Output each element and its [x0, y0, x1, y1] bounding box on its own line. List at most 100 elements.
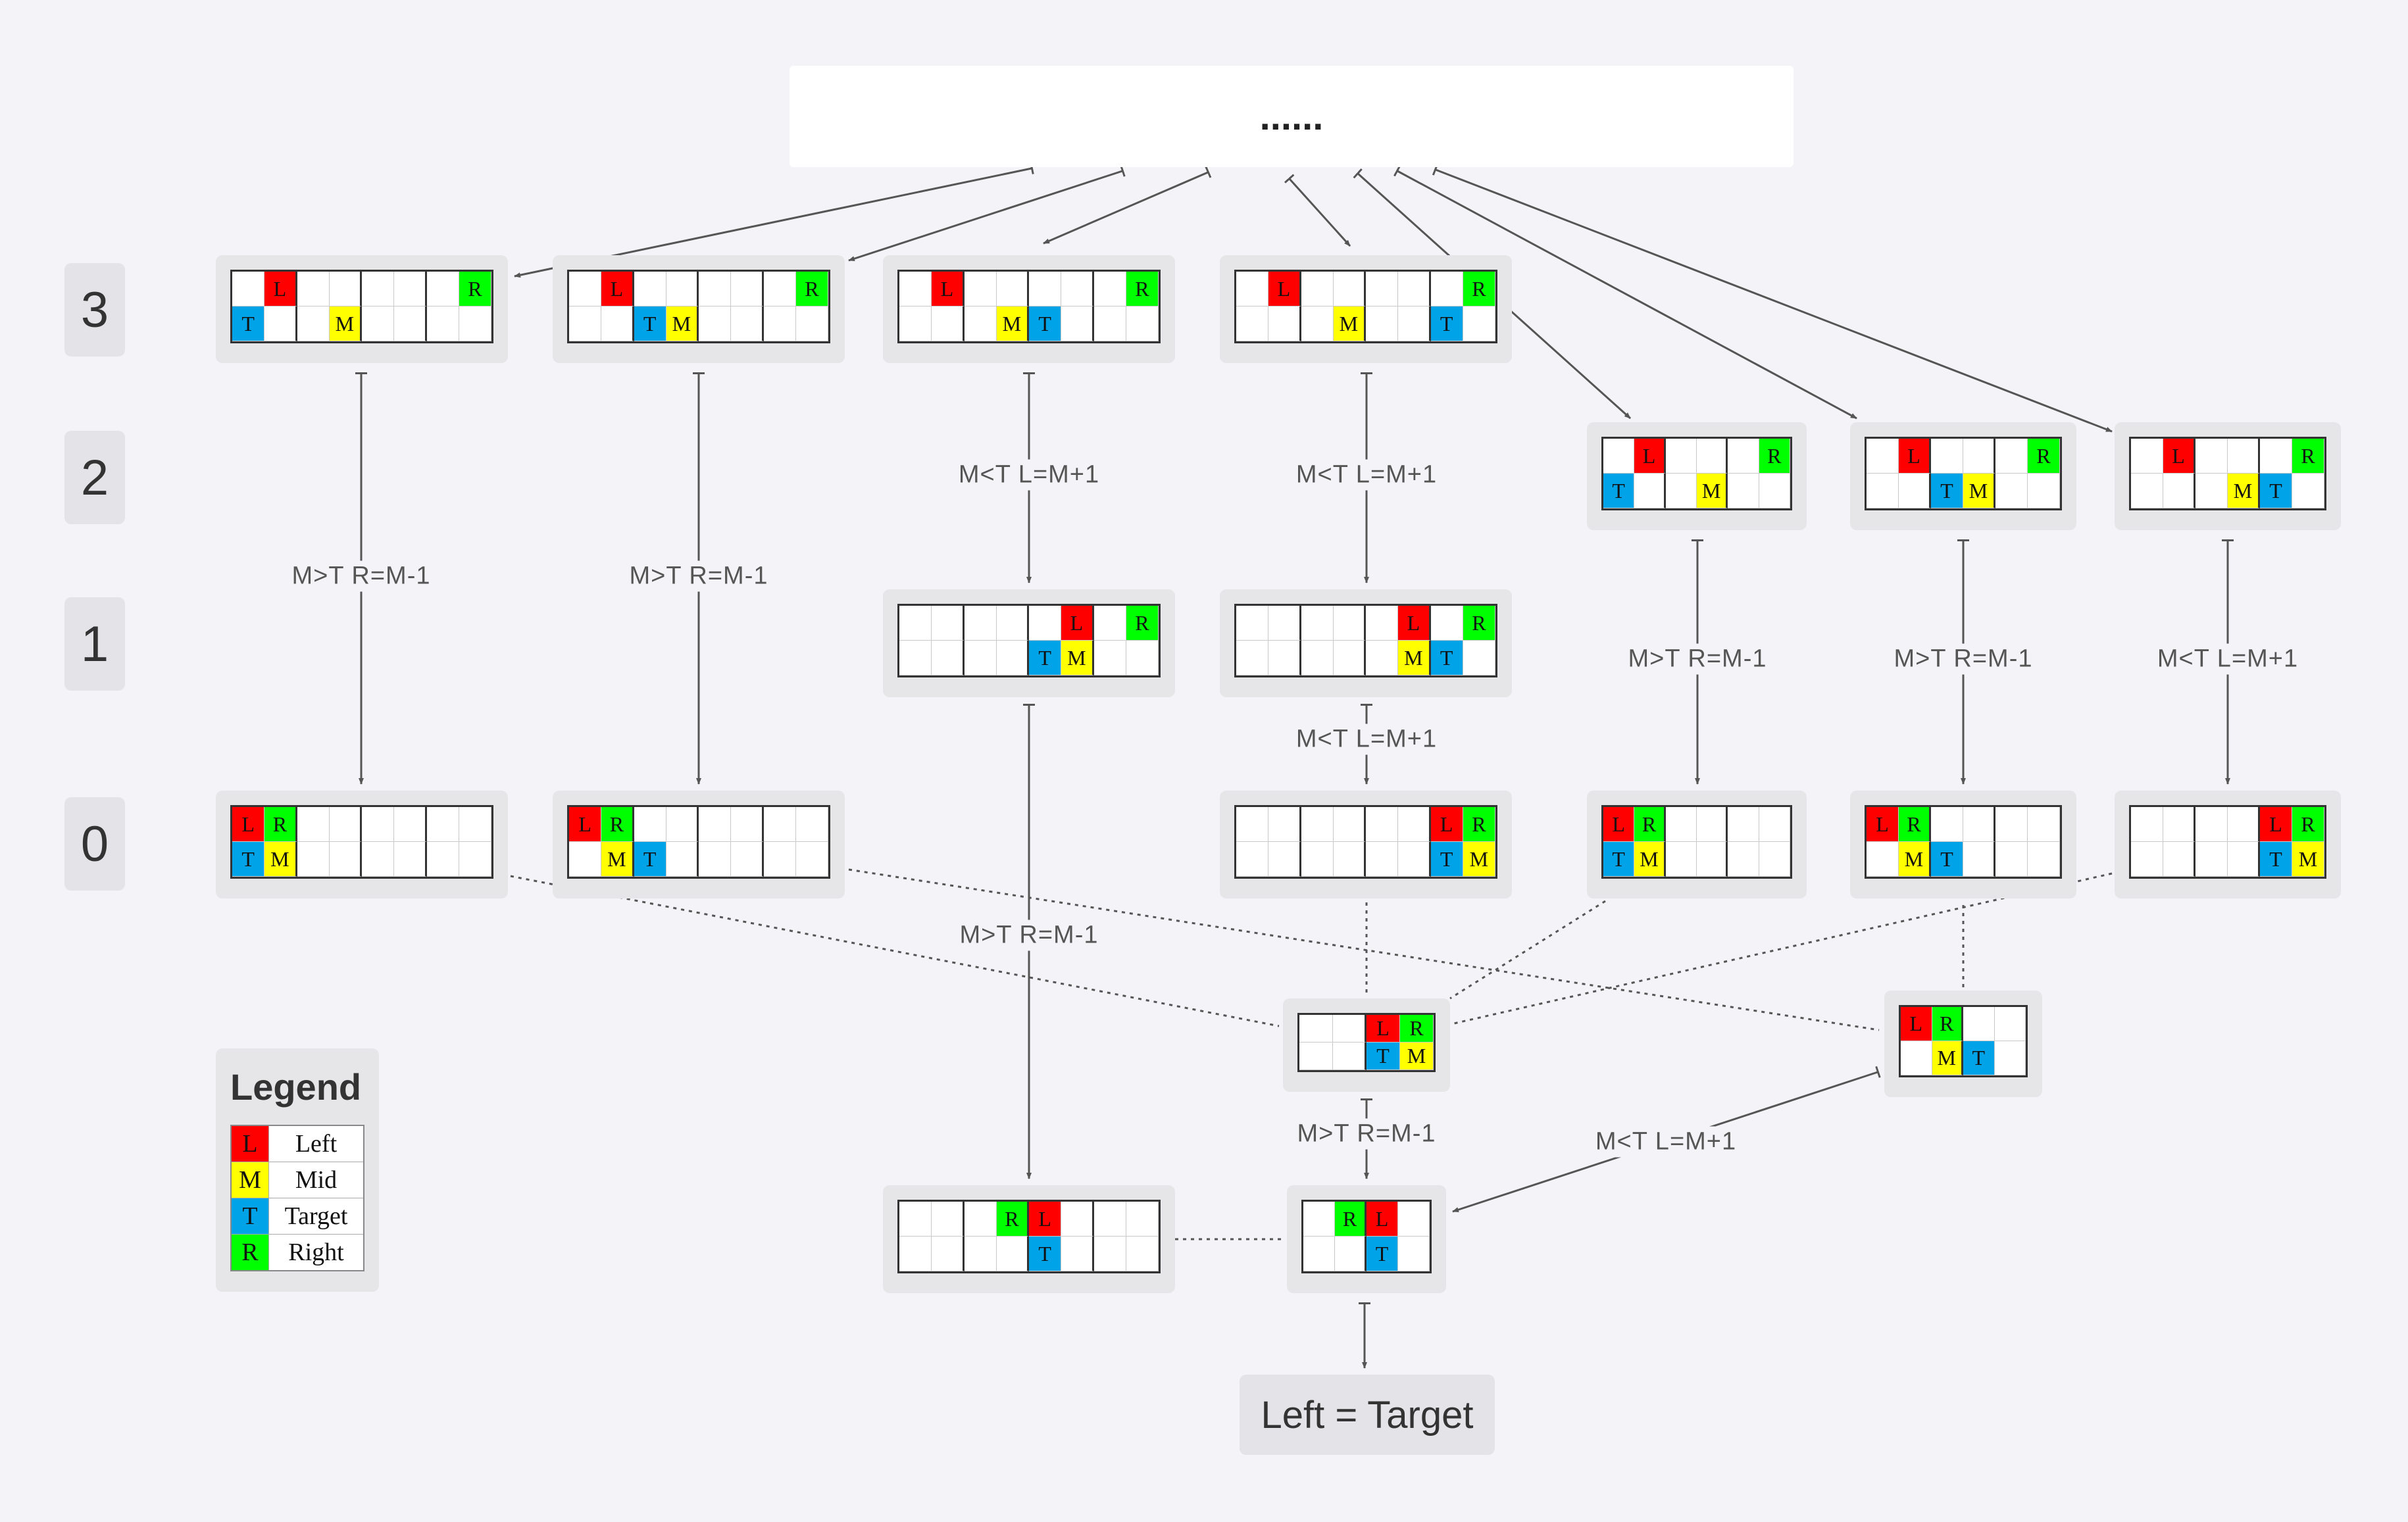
marker-R: R: [1335, 1202, 1367, 1237]
array-cell: [1634, 474, 1666, 508]
array-cell: [1430, 272, 1463, 307]
marker-M: M: [601, 842, 634, 877]
array-cell: [699, 272, 732, 307]
array-cell: [1759, 474, 1790, 508]
array-cell: [1093, 641, 1126, 675]
marker-L: L: [1430, 807, 1463, 842]
arrow: [1284, 174, 1351, 247]
marker-L: L: [1398, 606, 1431, 641]
array-cell: [1867, 474, 1899, 508]
array-cell: [2163, 474, 2195, 508]
array-cell: [2163, 842, 2195, 877]
array-cell: [264, 307, 297, 341]
marker-L: L: [2260, 807, 2292, 842]
marker-T: T: [1603, 842, 1635, 877]
array-cell: [1398, 807, 1431, 842]
array-cell: [2195, 474, 2228, 508]
legend-label-target: Target: [268, 1198, 364, 1235]
array-cell: [1995, 474, 2028, 508]
marker-M: M: [1400, 1043, 1434, 1070]
array-cell: [731, 307, 764, 341]
array-cell: [1366, 272, 1399, 307]
marker-L: L: [1061, 606, 1094, 641]
legend-row-mid: M Mid: [230, 1162, 364, 1198]
array-cell: [2028, 807, 2060, 842]
array-cell: [1236, 606, 1269, 641]
array-cell: [1126, 1237, 1159, 1271]
array-cell: [1029, 272, 1062, 307]
array-cell: [1061, 1237, 1094, 1271]
marker-R: R: [1463, 807, 1495, 842]
marker-R: R: [1126, 272, 1159, 307]
marker-T: T: [1029, 641, 1062, 675]
array-cell: [932, 1202, 965, 1237]
marker-T: T: [1430, 842, 1463, 877]
array-cell: [1029, 606, 1062, 641]
level-3: 3: [64, 263, 125, 356]
array-cell: [2228, 807, 2260, 842]
marker-M: M: [264, 842, 297, 877]
arrow: [848, 164, 1126, 262]
marker-R: R: [264, 807, 297, 842]
array-cell: [964, 307, 997, 341]
array-cell: [1061, 307, 1094, 341]
edge-label-e1: M>T R=M-1: [285, 560, 438, 592]
array-cell: [1463, 307, 1495, 341]
marker-T: T: [232, 842, 265, 877]
marker-M: M: [1634, 842, 1666, 877]
marker-T: T: [1963, 1041, 1995, 1075]
marker-T: T: [1603, 474, 1635, 508]
marker-L: L: [2163, 439, 2195, 474]
array-cell: [569, 307, 602, 341]
array-cell: [459, 307, 491, 341]
array-cell: [1093, 272, 1126, 307]
array-cell: [1931, 807, 1963, 842]
array-cell: [1995, 807, 2028, 842]
array-cell: [666, 272, 699, 307]
array-cell: [362, 272, 395, 307]
array-cell: [899, 606, 932, 641]
legend-title: Legend: [230, 1066, 362, 1108]
marker-M: M: [2228, 474, 2260, 508]
array-cell: [426, 307, 459, 341]
array-cell: [1366, 807, 1399, 842]
array-cell: [932, 1237, 965, 1271]
array-cell: [394, 807, 427, 842]
array-cell: [899, 641, 932, 675]
marker-M: M: [2292, 842, 2324, 877]
top-ellipsis-box: ......: [790, 66, 1793, 167]
marker-T: T: [2260, 474, 2292, 508]
legend-swatch-right: R: [230, 1234, 269, 1271]
array-cell: [394, 307, 427, 341]
array-cell: [1398, 1237, 1430, 1271]
legend-row-left: L Left: [230, 1125, 364, 1162]
marker-L: L: [1603, 807, 1635, 842]
array-cell: [964, 272, 997, 307]
marker-T: T: [1029, 1237, 1062, 1271]
array-cell: [964, 1202, 997, 1237]
array-cell: [666, 842, 699, 877]
marker-L: L: [1901, 1007, 1932, 1041]
array-cell: [1299, 1015, 1333, 1043]
edge-label-e10: M>T R=M-1: [1290, 1118, 1443, 1150]
array-cell: [666, 807, 699, 842]
array-cell: [731, 807, 764, 842]
array-cell: [1931, 439, 1963, 474]
marker-R: R: [795, 272, 828, 307]
marker-R: R: [1932, 1007, 1963, 1041]
